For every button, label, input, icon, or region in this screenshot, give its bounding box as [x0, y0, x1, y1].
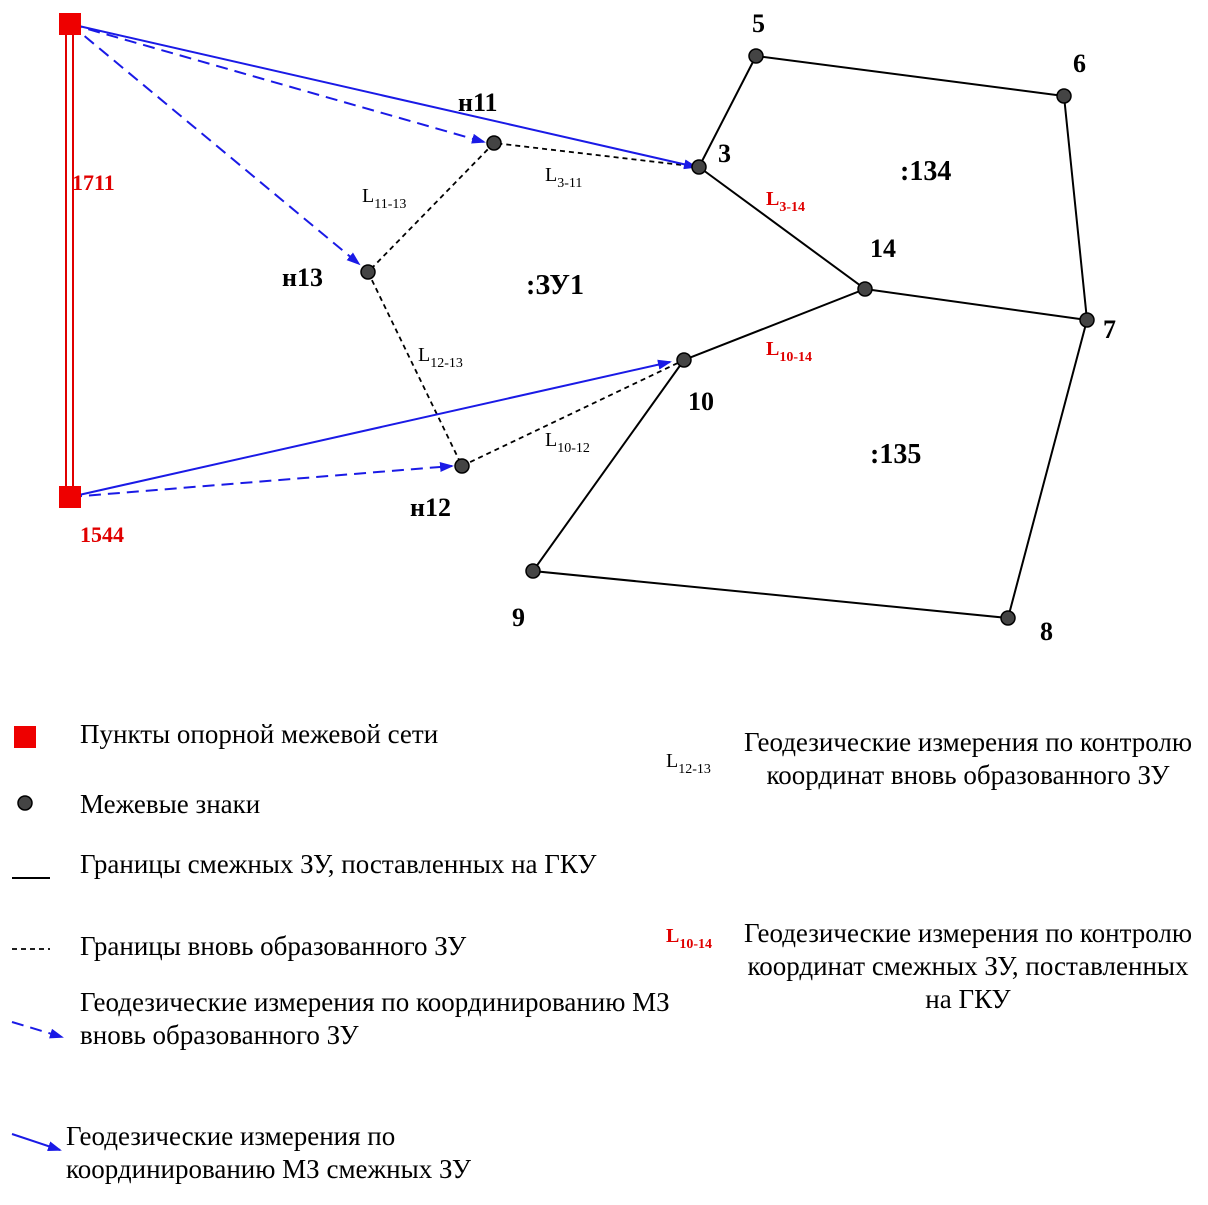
- legend-measure-adjacent-text: Геодезические измерения по координирован…: [66, 1121, 471, 1184]
- base-point-1544: [59, 486, 81, 508]
- label-control-12-13: L12-13: [418, 344, 463, 371]
- marker-3: [691, 159, 707, 175]
- legend-base-point-icon: [14, 726, 36, 748]
- label-point-n12: н12: [410, 493, 451, 522]
- label-control-10-14: L10-14: [766, 338, 812, 365]
- legend-control-new-symbol: L12-13: [666, 750, 711, 777]
- legend-markers-text: Межевые знаки: [80, 789, 261, 819]
- label-parcel-135: :135: [870, 439, 921, 470]
- base-line: [65, 24, 74, 497]
- label-control-3-14: L3-14: [766, 188, 805, 215]
- marker-5: [748, 48, 764, 64]
- marker-n13: [360, 264, 376, 280]
- legend-control-adjacent-text: Геодезические измерения по контролю коор…: [743, 918, 1193, 1014]
- label-point-7: 7: [1103, 315, 1116, 344]
- boundary-3-n11: [493, 142, 700, 168]
- legend-dashed-arrow-icon: [11, 1021, 64, 1039]
- measure-1544-10: [69, 359, 672, 498]
- base-points: [59, 13, 81, 508]
- label-point-5: 5: [752, 9, 765, 38]
- marker-7: [1079, 312, 1095, 328]
- legend-adjacent-boundaries-text: Границы смежных ЗУ, поставленных на ГКУ: [80, 849, 597, 879]
- boundary-outline: [531, 54, 1089, 620]
- label-parcel-134: :134: [900, 156, 951, 187]
- boundary-n11-n13: [367, 142, 495, 273]
- boundary-markers: [360, 48, 1095, 626]
- new-boundaries: [367, 142, 700, 467]
- label-point-9: 9: [512, 603, 525, 632]
- label-control-3-11: L3-11: [545, 164, 582, 191]
- legend-control-new-text: Геодезические измерения по контролю коор…: [743, 727, 1193, 790]
- measure-1544-n12: [69, 461, 454, 498]
- label-control-11-13: L11-13: [362, 185, 406, 212]
- marker-14: [857, 281, 873, 297]
- boundary-14-7: [864, 288, 1088, 321]
- marker-n11: [486, 135, 502, 151]
- marker-8: [1000, 610, 1016, 626]
- marker-9: [525, 563, 541, 579]
- label-parcel-zu1: :ЗУ1: [526, 270, 584, 301]
- measure-1711-n13: [69, 23, 361, 266]
- measure-1711-n11: [69, 23, 486, 144]
- measure-adjacent: [69, 23, 698, 498]
- legend-base-points-text: Пункты опорной межевой сети: [80, 719, 439, 749]
- label-point-14: 14: [870, 234, 896, 263]
- label-point-10: 10: [688, 387, 714, 416]
- label-base-1544: 1544: [80, 522, 124, 547]
- legend-control-adjacent-symbol: L10-14: [666, 925, 712, 952]
- marker-6: [1056, 88, 1072, 104]
- label-point-3: 3: [718, 139, 731, 168]
- adjacent-boundaries: [531, 54, 1089, 620]
- label-point-8: 8: [1040, 617, 1053, 646]
- label-point-n13: н13: [282, 263, 323, 292]
- legend-solid-arrow-icon: [11, 1133, 62, 1151]
- label-point-n11: н11: [458, 88, 498, 117]
- label-base-1711: 1711: [72, 170, 115, 195]
- measure-new: [69, 23, 486, 498]
- label-control-10-12: L10-12: [545, 429, 590, 456]
- marker-n12: [454, 458, 470, 474]
- measure-1711-3: [69, 23, 698, 170]
- legend-marker-icon: [17, 795, 33, 811]
- marker-10: [676, 352, 692, 368]
- legend-measure-new-text: Геодезические измерения по координирован…: [80, 987, 670, 1050]
- legend-new-boundaries-text: Границы вновь образованного ЗУ: [80, 931, 467, 961]
- base-point-1711: [59, 13, 81, 35]
- label-point-6: 6: [1073, 49, 1086, 78]
